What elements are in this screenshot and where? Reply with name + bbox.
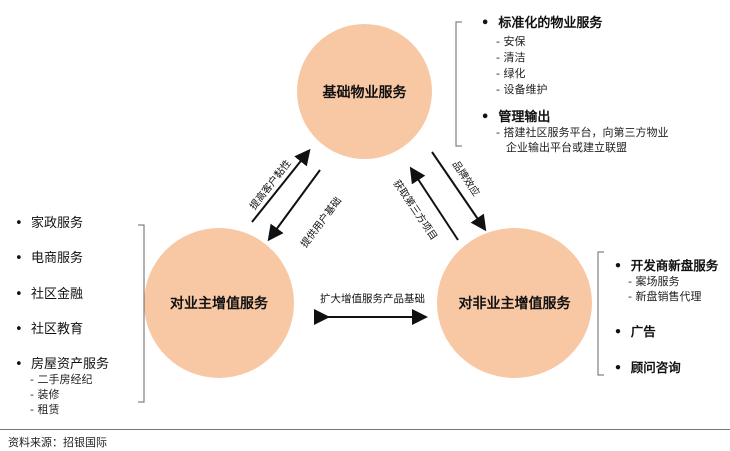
bullet-dot: • <box>614 324 631 339</box>
left-item-text: 社区金融 <box>30 287 83 302</box>
bullet-dot: • <box>481 16 499 31</box>
top-right-desc-1: - 搭建社区服务平台，向第三方物业 <box>496 126 669 139</box>
arrow-left-inner <box>267 169 321 242</box>
bullet-dot: • <box>15 251 31 266</box>
circle-right-label: 对非业主增值服务 <box>458 296 571 312</box>
right-sub-item: - 新盘销售代理 <box>628 290 702 303</box>
arrow-left-outer <box>251 148 311 223</box>
top-right-h1-text: 标准化的物业服务 <box>498 16 603 31</box>
left-list-item: • 房屋资产服务 <box>15 353 109 372</box>
circle-owner-value-added: 对业主增值服务 <box>144 228 294 378</box>
bracket-left <box>138 224 145 403</box>
left-sub-item: - 租赁 <box>30 403 60 416</box>
footer-divider <box>0 429 730 430</box>
left-list-item: • 社区金融 <box>15 283 83 302</box>
top-right-heading-1: • 标准化的物业服务 <box>481 12 602 31</box>
left-item-text: 家政服务 <box>30 216 83 231</box>
arrow-bottom-label: 扩大增值服务产品基础 <box>320 293 425 305</box>
top-right-item: - 清洁 <box>496 51 526 64</box>
left-list-item: • 电商服务 <box>15 247 83 266</box>
circle-left-label: 对业主增值服务 <box>170 296 268 312</box>
bullet-dot: • <box>15 216 31 231</box>
top-right-item: - 设备维护 <box>496 83 548 96</box>
left-sub-item: - 二手房经纪 <box>30 373 93 386</box>
left-list-item: • 家政服务 <box>15 212 83 231</box>
source-note: 资料来源：招银国际 <box>8 436 107 449</box>
arrow-right-inner <box>409 166 459 241</box>
top-right-desc-2: 企业输出平台或建立联盟 <box>506 141 627 154</box>
bracket-right <box>597 251 604 376</box>
left-item-text: 电商服务 <box>30 251 83 266</box>
top-right-item: - 安保 <box>496 35 526 48</box>
bullet-dot: • <box>481 110 499 125</box>
top-right-heading-2: • 管理输出 <box>481 106 550 125</box>
bullet-dot: • <box>15 287 31 302</box>
bullet-dot: • <box>15 357 31 372</box>
bullet-dot: • <box>15 322 31 337</box>
bracket-top-right <box>455 21 462 147</box>
right-sub-item: - 案场服务 <box>628 275 680 288</box>
top-right-item: - 绿化 <box>496 67 526 80</box>
circle-basic-property-service: 基础物业服务 <box>297 24 432 159</box>
right-list-heading-2: • 广告 <box>614 321 656 340</box>
right-h2-text: 广告 <box>630 324 656 339</box>
right-list-heading-1: • 开发商新盘服务 <box>614 255 718 274</box>
left-list-item: • 社区教育 <box>15 318 83 337</box>
top-right-h2-text: 管理输出 <box>498 110 551 125</box>
arrow-right-outer <box>431 151 487 232</box>
bullet-dot: • <box>614 258 631 273</box>
right-h1-text: 开发商新盘服务 <box>630 258 719 273</box>
right-list-heading-3: • 顾问咨询 <box>614 357 681 376</box>
left-item-text: 房屋资产服务 <box>30 357 109 372</box>
circle-top-label: 基础物业服务 <box>322 84 407 101</box>
left-item-text: 社区教育 <box>30 322 83 337</box>
left-sub-item: - 装修 <box>30 388 60 401</box>
circle-non-owner-value-added: 对非业主增值服务 <box>437 228 592 378</box>
right-h3-text: 顾问咨询 <box>630 360 681 375</box>
bullet-dot: • <box>614 360 631 375</box>
